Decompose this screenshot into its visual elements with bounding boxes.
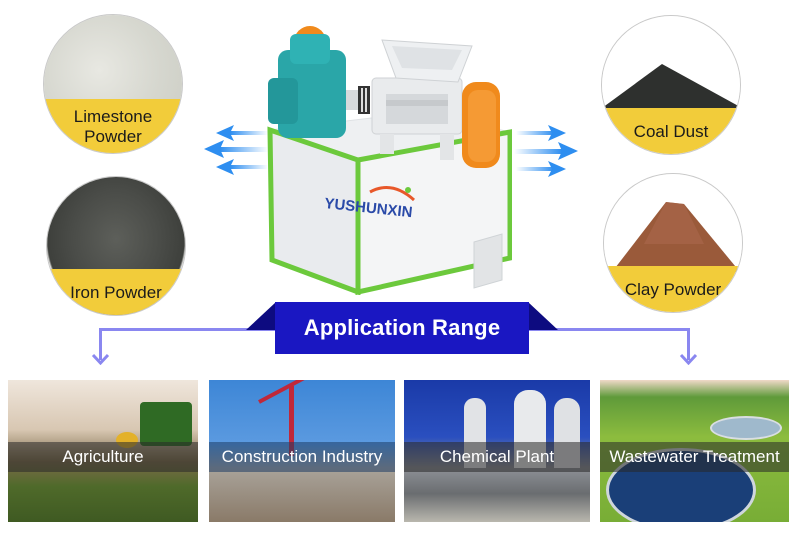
material-label: Coal Dust — [633, 122, 709, 141]
connector-line-right-down — [687, 328, 690, 360]
crane-image — [289, 386, 294, 456]
material-label-band: Limestone Powder — [44, 99, 182, 153]
material-label: Limestone — [73, 107, 153, 126]
material-label: Iron Powder — [70, 283, 162, 302]
material-clay-powder: Clay Powder — [603, 173, 743, 313]
airflow-arrows-right-icon — [512, 122, 582, 182]
connector-line-left-down — [99, 328, 102, 360]
application-chemical-plant: Chemical Plant — [404, 380, 590, 522]
airflow-arrows-left-icon — [200, 120, 270, 180]
arrow-down-right-icon — [679, 352, 698, 366]
clarifier-tank-image — [710, 416, 782, 440]
material-label-band: Clay Powder — [604, 266, 742, 312]
roller-press-machine: YUSHUNXIN — [262, 20, 513, 296]
connector-line-right — [525, 328, 690, 331]
material-label: Clay Powder — [624, 280, 722, 299]
material-limestone-powder: Limestone Powder — [43, 14, 183, 154]
application-agriculture: Agriculture — [8, 380, 198, 522]
application-label: Agriculture — [8, 442, 198, 472]
banner-fold-right — [526, 302, 558, 330]
application-wastewater-treatment: Wastewater Treatment — [600, 380, 789, 522]
material-label-band: Iron Powder — [47, 269, 185, 315]
tractor-image — [140, 402, 192, 446]
crane-jib-image — [258, 380, 349, 404]
material-label-band: Coal Dust — [602, 108, 740, 154]
banner-title: Application Range — [303, 315, 501, 340]
material-iron-powder: Iron Powder — [46, 176, 186, 316]
banner-fold-left — [246, 302, 278, 330]
application-label: Chemical Plant — [404, 442, 590, 472]
application-construction-industry: Construction Industry — [209, 380, 395, 522]
material-label: Powder — [84, 127, 142, 146]
application-label: Construction Industry — [209, 442, 395, 472]
application-range-banner: Application Range — [275, 302, 529, 354]
connector-line-left — [99, 328, 279, 331]
material-coal-dust: Coal Dust — [601, 15, 741, 155]
application-label: Wastewater Treatment — [600, 442, 789, 472]
arrow-down-left-icon — [91, 352, 110, 366]
